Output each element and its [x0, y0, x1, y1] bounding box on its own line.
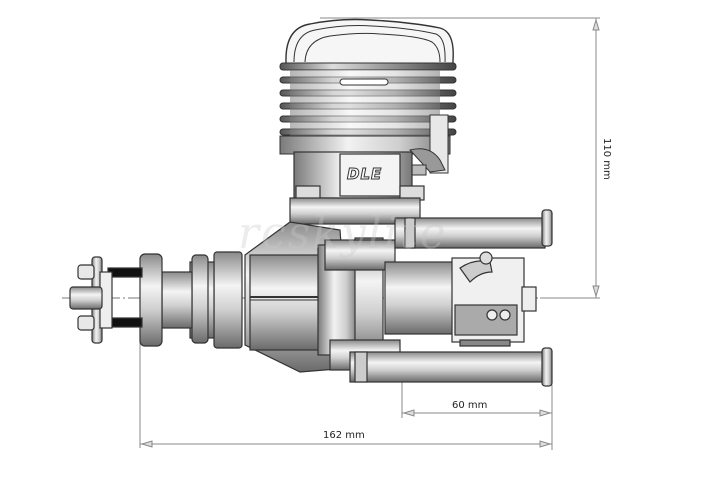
- carburetor: [384, 251, 537, 347]
- crankcase: [244, 221, 384, 373]
- upper-standoff: [324, 209, 553, 271]
- lower-standoff: [329, 339, 553, 387]
- dimension-label-mount-length: 60 mm: [452, 400, 488, 411]
- dimension-label-height: 110 mm: [601, 138, 612, 180]
- cylinder-head: [285, 18, 454, 65]
- dimension-label-overall-length: 162 mm: [323, 430, 365, 441]
- spark-plug-boot: [409, 114, 449, 176]
- cooling-fins: [279, 62, 457, 155]
- cylinder-body: [289, 151, 425, 225]
- prop-hub: [69, 251, 243, 349]
- brand-label: DLE: [346, 165, 383, 184]
